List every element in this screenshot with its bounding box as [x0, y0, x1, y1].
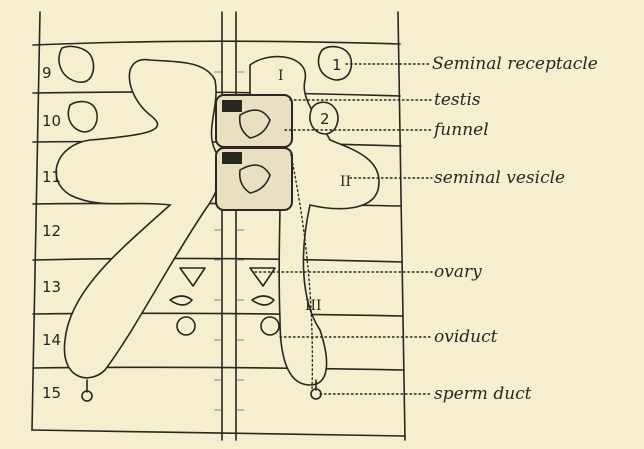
segment-13: 13	[42, 278, 61, 296]
segment-10: 10	[42, 112, 61, 130]
label-seminal-vesicle: seminal vesicle	[434, 168, 565, 188]
receptacle-1: 1	[332, 56, 342, 74]
label-testis: testis	[434, 90, 481, 110]
receptacle-2: 2	[320, 110, 330, 128]
segment-numbers: 9 10 11 12 13 14 15	[42, 64, 61, 402]
segment-14: 14	[42, 331, 61, 349]
vesicle-III: III	[305, 298, 322, 314]
label-funnel: funnel	[432, 120, 489, 140]
testis-funnel-chambers	[216, 95, 292, 210]
label-oviduct: oviduct	[434, 327, 498, 347]
nerve-cord	[214, 12, 244, 440]
annotation-labels: Seminal receptacle testis funnel seminal…	[432, 54, 598, 404]
label-sperm-duct: sperm duct	[434, 384, 532, 404]
segment-15: 15	[42, 384, 61, 402]
ovaries-oviducts	[170, 268, 279, 335]
segment-9: 9	[42, 64, 52, 82]
vesicle-II: II	[340, 174, 351, 190]
label-ovary: ovary	[434, 262, 482, 282]
segment-11: 11	[42, 168, 61, 186]
segment-12: 12	[42, 222, 61, 240]
vesicle-I: I	[278, 68, 284, 84]
label-seminal-receptacle: Seminal receptacle	[432, 54, 598, 74]
